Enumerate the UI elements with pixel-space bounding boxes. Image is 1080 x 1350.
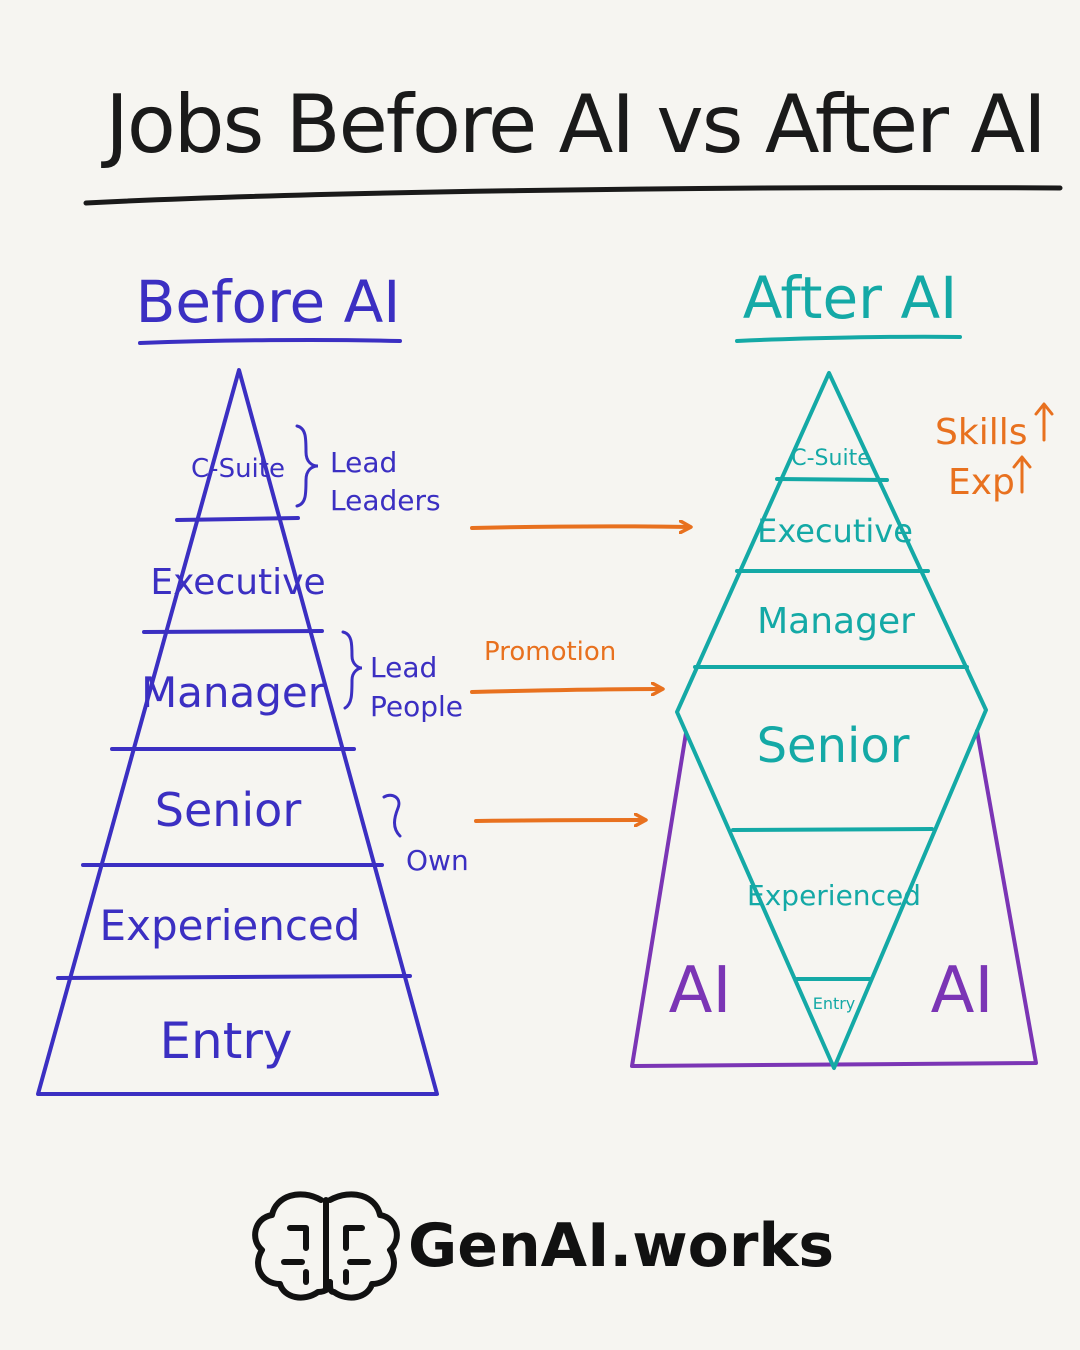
note-lead-leaders-line2: Leaders xyxy=(330,484,441,517)
arrow-bottom xyxy=(474,820,645,821)
note-lead-leaders-line1: Lead xyxy=(330,446,397,479)
after-heading: After AI xyxy=(743,264,958,332)
bracket-own xyxy=(382,793,402,838)
brain-icon xyxy=(252,1191,400,1301)
before-brackets xyxy=(295,424,402,838)
ai-label-right: AI xyxy=(931,954,994,1028)
skills-label: Skills xyxy=(935,412,1027,453)
before-heading-underline xyxy=(138,337,402,345)
before-heading: Before AI xyxy=(136,268,401,336)
after-level-experienced: Experienced xyxy=(747,879,921,912)
ai-label-left: AI xyxy=(669,954,732,1028)
before-pyramid xyxy=(36,368,439,1096)
before-level-experienced: Experienced xyxy=(100,901,361,950)
after-level-manager: Manager xyxy=(757,601,915,642)
before-level-executive: Executive xyxy=(150,562,325,603)
before-level-c-suite: C-Suite xyxy=(191,454,285,484)
title-underline xyxy=(83,185,1063,206)
before-divider xyxy=(175,516,300,522)
after-diamond-outline xyxy=(675,371,988,1070)
before-pyramid-outline xyxy=(36,368,439,1096)
before-level-manager: Manager xyxy=(141,668,326,717)
exp-up-arrow-icon xyxy=(1012,455,1032,494)
bracket-lead-people xyxy=(341,630,363,710)
after-level-c-suite: C-Suite xyxy=(791,446,870,471)
note-lead-people-line1: Lead xyxy=(370,651,437,684)
after-heading-underline xyxy=(735,334,962,343)
after-divider xyxy=(731,827,934,832)
after-diamond xyxy=(675,371,988,1070)
promotion-label: Promotion xyxy=(484,637,616,667)
exp-label: Exp xyxy=(948,462,1015,503)
after-level-senior: Senior xyxy=(757,718,910,774)
skills-up-arrow-icon xyxy=(1034,402,1054,442)
note-own: Own xyxy=(406,844,469,877)
after-level-executive: Executive xyxy=(757,512,913,550)
page-title: Jobs Before AI vs After AI xyxy=(100,78,1044,171)
arrow-promotion xyxy=(470,689,662,692)
transition-arrows xyxy=(470,526,690,821)
before-divider xyxy=(142,629,324,634)
before-divider xyxy=(56,974,412,980)
brand-name: GenAI.works xyxy=(408,1211,834,1281)
before-level-senior: Senior xyxy=(155,783,302,837)
before-level-entry: Entry xyxy=(159,1012,292,1070)
after-divider xyxy=(775,477,889,482)
arrow-top xyxy=(470,526,690,528)
bracket-lead-leaders xyxy=(295,424,319,508)
note-lead-people-line2: People xyxy=(370,690,463,723)
after-level-entry: Entry xyxy=(813,994,856,1013)
